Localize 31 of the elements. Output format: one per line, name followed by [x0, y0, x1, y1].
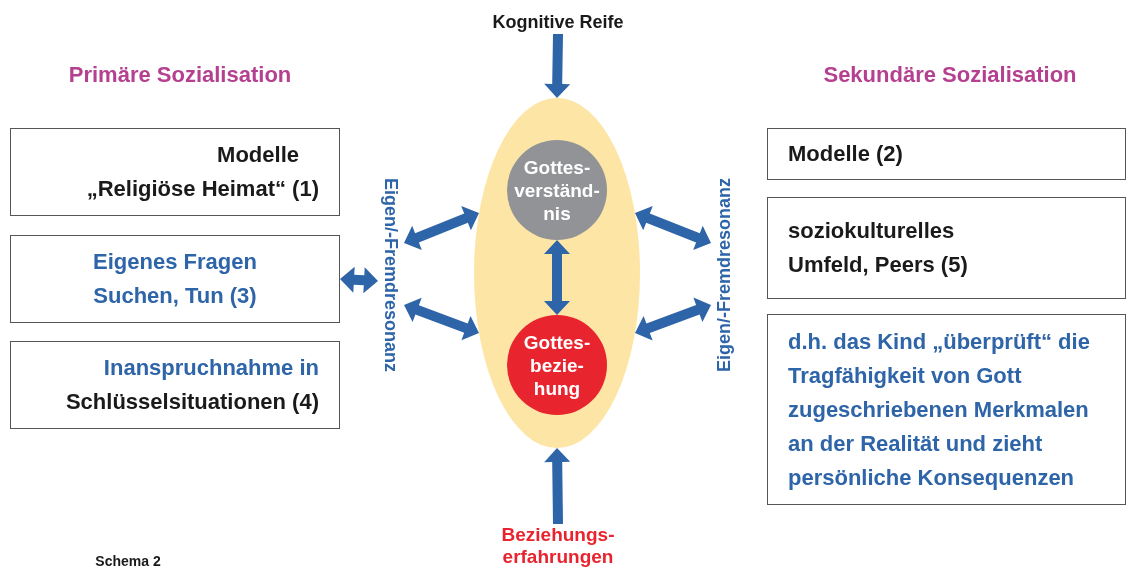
- circle-text: Gottes- bezie- hung: [522, 330, 592, 400]
- text-box: [10, 341, 340, 429]
- arrow: [544, 448, 571, 525]
- double-arrow: [635, 297, 711, 341]
- text-box: [10, 235, 340, 323]
- double-arrow: [544, 240, 570, 315]
- box-text: soziokulturelles Umfeld, Peers (5): [788, 217, 969, 279]
- side-label: Eigen/-Fremdresonanz: [711, 155, 737, 395]
- double-arrow: [635, 206, 711, 250]
- box-text: Modelle (2): [788, 140, 903, 168]
- text-box: [767, 197, 1126, 299]
- double-arrow: [404, 206, 479, 250]
- figure-label: Schema 2: [95, 553, 161, 569]
- column-heading: Primäre Sozialisation: [68, 62, 292, 88]
- double-arrow: [340, 266, 378, 294]
- box-text: d.h. das Kind „überprüft“ die Tragfähigkeit von Gott zugeschriebenen Merkmalen an der Realität und zieht persönliche Konsequenzen: [788, 327, 1091, 492]
- box-text: „Religiöse Heimat“ (1): [86, 175, 319, 203]
- input-label: Kognitive Reife: [478, 12, 638, 34]
- text-box: [767, 128, 1126, 180]
- box-text: Modelle: [217, 141, 299, 169]
- input-label: Beziehungs- erfahrungen: [488, 524, 628, 568]
- column-heading: Sekundäre Sozialisation: [823, 62, 1077, 88]
- arrow: [544, 33, 571, 98]
- double-arrow: [404, 297, 479, 341]
- text-box: [10, 128, 340, 216]
- text-box: [767, 314, 1126, 505]
- box-text: Eigenes Fragen Suchen, Tun (3): [92, 248, 258, 310]
- box-text: Inanspruchnahme in: [103, 354, 319, 382]
- circle-text: Gottes- verständ- nis: [513, 155, 601, 225]
- side-label: Eigen/-Fremdresonanz: [378, 155, 404, 395]
- box-text: Schlüsselsituationen (4): [65, 388, 319, 416]
